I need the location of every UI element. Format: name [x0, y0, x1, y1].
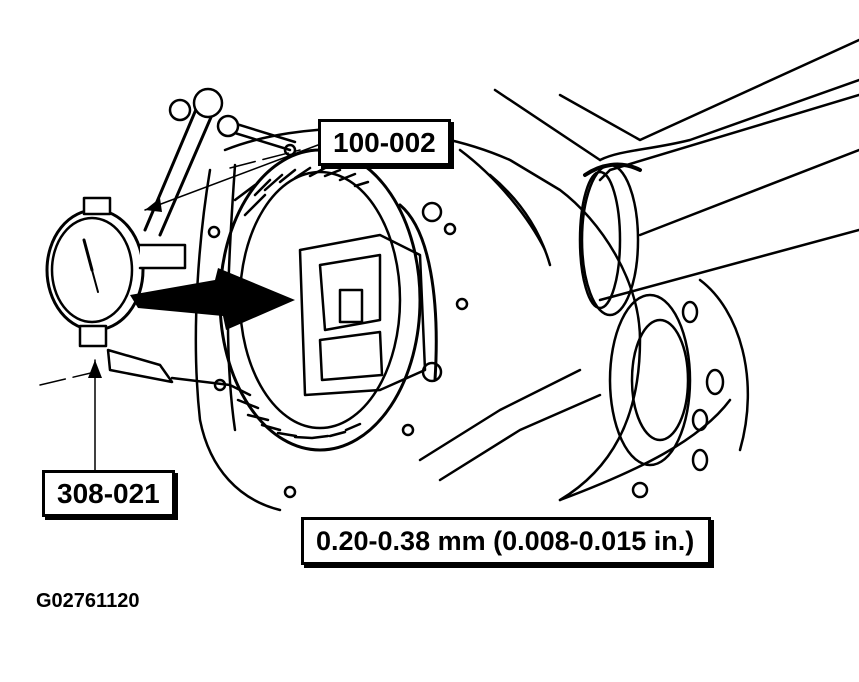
backlash-specification-label: 0.20-0.38 mm (0.008-0.015 in.): [301, 517, 712, 565]
differential-case: [298, 201, 443, 397]
reference-lines: [39, 149, 301, 386]
tool-label-100-002: 100-002: [318, 119, 451, 166]
pinion-housing: [418, 278, 750, 502]
arrowheads: [88, 198, 295, 378]
axle-tube: [493, 38, 859, 317]
dial-indicator: [45, 87, 297, 387]
tool-label-308-021: 308-021: [42, 470, 175, 517]
figure-id: G02761120: [36, 590, 140, 612]
leader-lines: [94, 144, 319, 471]
differential-housing: [194, 127, 642, 512]
